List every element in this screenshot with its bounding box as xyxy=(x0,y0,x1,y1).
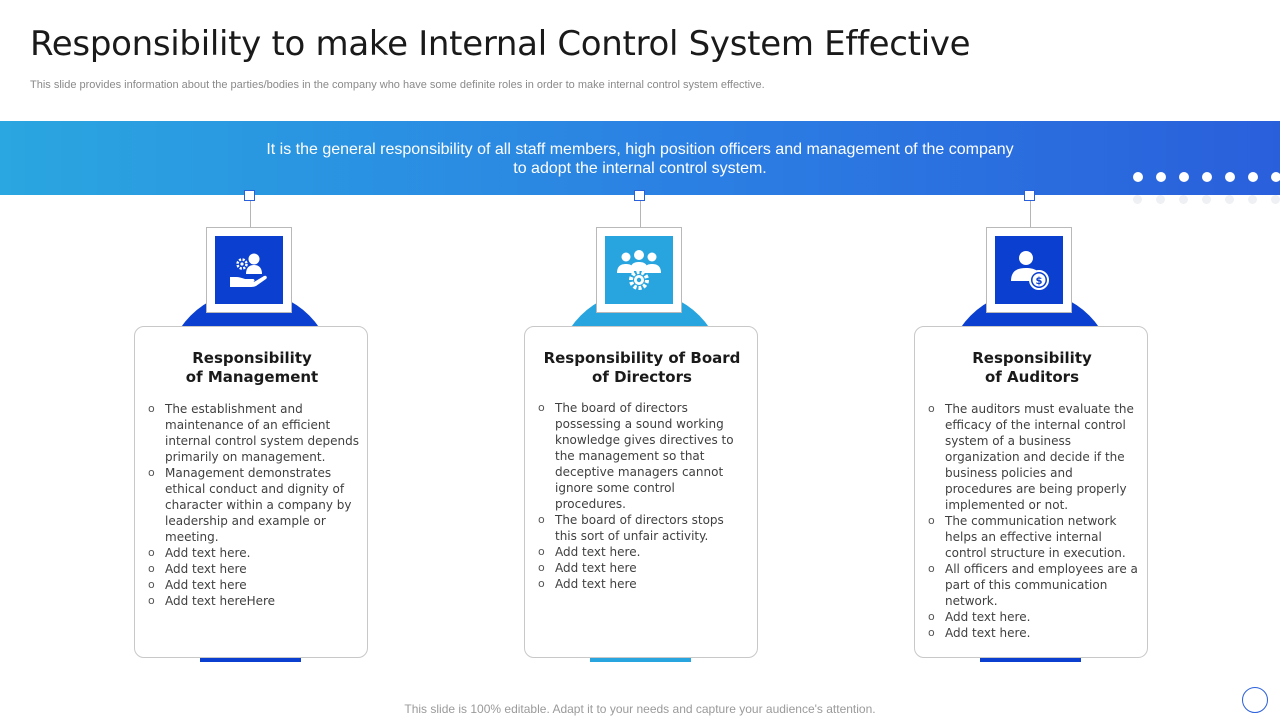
accent-bar xyxy=(980,658,1081,662)
card-list: The board of directors possessing a soun… xyxy=(535,400,749,592)
banner-text: It is the general responsibility of all … xyxy=(200,140,1080,178)
dot-decoration xyxy=(1133,195,1142,204)
dot-decoration xyxy=(1225,172,1235,182)
management-column: Responsibility of Management The establi… xyxy=(134,0,368,720)
connector-line xyxy=(250,195,251,227)
banner-line-1: It is the general responsibility of all … xyxy=(266,141,1014,158)
card-title: Responsibility of Board of Directors xyxy=(535,349,749,387)
icon-box: $ xyxy=(995,236,1063,304)
list-item: Add text here. xyxy=(925,625,1139,641)
list-item: Add text here. xyxy=(145,545,359,561)
auditors-card: Responsibility of Auditors The auditors … xyxy=(914,326,1148,658)
list-item: Add text here. xyxy=(925,609,1139,625)
dot-decoration xyxy=(1202,195,1211,204)
accent-bar xyxy=(200,658,301,662)
card-title-line-2: of Directors xyxy=(592,368,692,386)
connector-node xyxy=(634,190,645,201)
card-list: The auditors must evaluate the efficacy … xyxy=(925,401,1139,641)
dot-decoration xyxy=(1133,172,1143,182)
board-card: Responsibility of Board of Directors The… xyxy=(524,326,758,658)
card-title: Responsibility of Management xyxy=(145,349,359,387)
dot-decoration xyxy=(1156,172,1166,182)
card-list: The establishment and maintenance of an … xyxy=(145,401,359,609)
board-column: Responsibility of Board of Directors The… xyxy=(524,0,758,720)
card-title-line-2: of Management xyxy=(185,368,319,386)
card-title-line-1: Responsibility of Board xyxy=(543,349,741,367)
list-item: Add text here xyxy=(535,560,749,576)
card-title: Responsibility of Auditors xyxy=(925,349,1139,387)
list-item: Add text here xyxy=(535,576,749,592)
list-item: Management demonstrates ethical conduct … xyxy=(145,465,359,545)
connector-line xyxy=(1030,195,1031,227)
decorative-dots xyxy=(1133,172,1280,184)
decorative-dots-faint xyxy=(1133,195,1280,205)
list-item: The communication network helps an effec… xyxy=(925,513,1139,561)
dot-decoration xyxy=(1248,195,1257,204)
page-title: Responsibility to make Internal Control … xyxy=(30,24,971,64)
footer-note: This slide is 100% editable. Adapt it to… xyxy=(404,702,876,716)
dot-decoration xyxy=(1179,195,1188,204)
icon-frame xyxy=(206,227,292,313)
connector-node xyxy=(244,190,255,201)
management-card: Responsibility of Management The establi… xyxy=(134,326,368,658)
list-item: Add text hereHere xyxy=(145,593,359,609)
list-item: Add text here xyxy=(145,561,359,577)
banner-line-2: to adopt the internal control system. xyxy=(513,160,767,177)
icon-frame xyxy=(596,227,682,313)
page-subtitle: This slide provides information about th… xyxy=(30,79,765,91)
list-item: The establishment and maintenance of an … xyxy=(145,401,359,465)
team-gear-icon xyxy=(617,250,661,290)
list-item: All officers and employees are a part of… xyxy=(925,561,1139,609)
card-title-line-1: Responsibility xyxy=(192,349,312,367)
list-item: The auditors must evaluate the efficacy … xyxy=(925,401,1139,513)
accent-bar xyxy=(590,658,691,662)
corner-circle-decoration xyxy=(1242,687,1268,713)
hand-gear-person-icon xyxy=(230,253,267,287)
dot-decoration xyxy=(1225,195,1234,204)
svg-text:$: $ xyxy=(1036,276,1043,287)
icon-box xyxy=(605,236,673,304)
person-dollar-icon: $ xyxy=(1011,251,1049,290)
dot-decoration xyxy=(1156,195,1165,204)
dot-decoration xyxy=(1248,172,1258,182)
auditors-column: Responsibility of Auditors The auditors … xyxy=(914,0,1148,720)
dot-decoration xyxy=(1179,172,1189,182)
list-item: The board of directors possessing a soun… xyxy=(535,400,749,512)
icon-frame: $ xyxy=(986,227,1072,313)
dot-decoration xyxy=(1271,172,1280,182)
card-title-line-2: of Auditors xyxy=(984,368,1080,386)
icon-box xyxy=(215,236,283,304)
dot-decoration xyxy=(1202,172,1212,182)
connector-line xyxy=(640,195,641,227)
connector-node xyxy=(1024,190,1035,201)
banner: It is the general responsibility of all … xyxy=(0,121,1280,195)
card-title-line-1: Responsibility xyxy=(972,349,1092,367)
list-item: The board of directors stops this sort o… xyxy=(535,512,749,544)
list-item: Add text here. xyxy=(535,544,749,560)
list-item: Add text here xyxy=(145,577,359,593)
dot-decoration xyxy=(1271,195,1280,204)
